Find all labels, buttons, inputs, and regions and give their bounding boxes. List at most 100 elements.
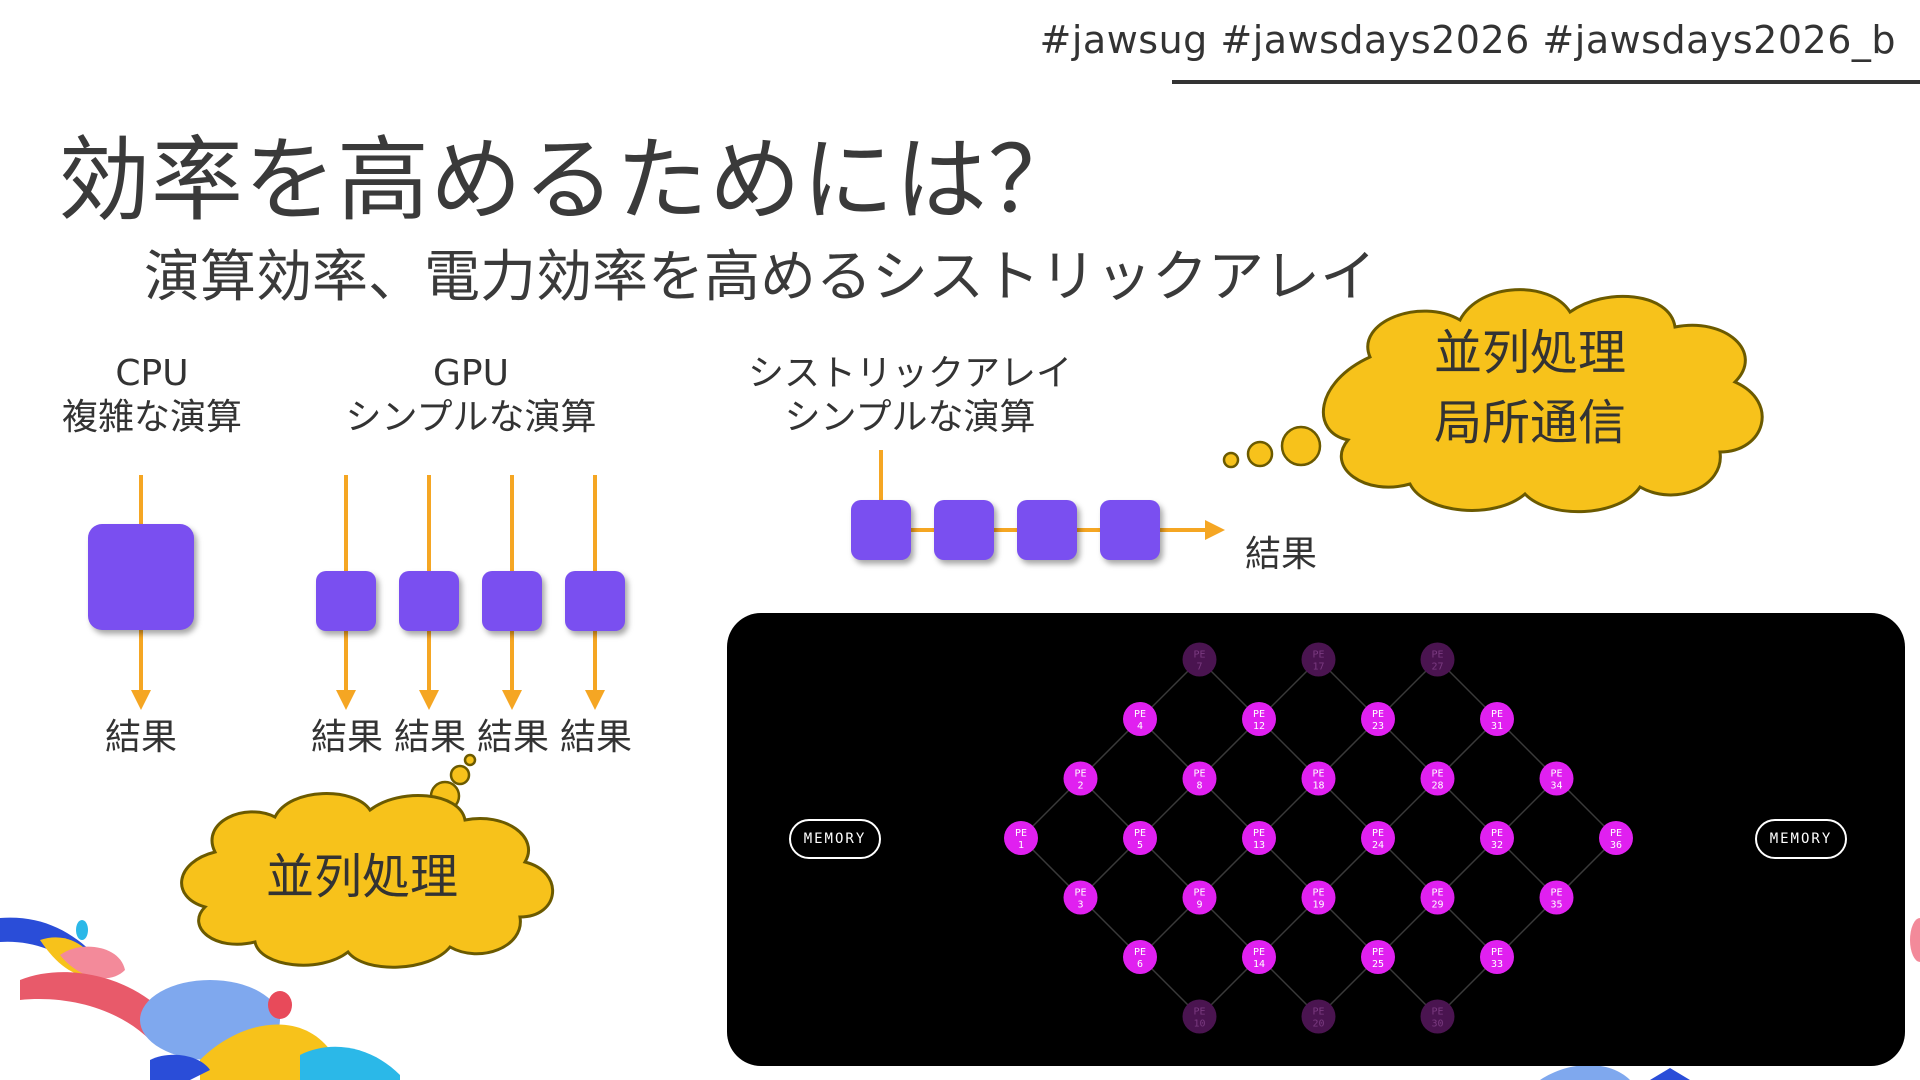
- pe-node-4: PE4: [1123, 702, 1157, 736]
- svg-text:18: 18: [1312, 781, 1324, 792]
- pe-node-6: PE6: [1123, 940, 1157, 974]
- pe-node-1: PE1: [1004, 821, 1038, 855]
- svg-text:PE: PE: [1312, 769, 1324, 780]
- svg-text:13: 13: [1253, 840, 1265, 851]
- cloud-top-right-line1: 並列処理: [1433, 325, 1626, 381]
- gpu-result-2: 結果: [394, 717, 467, 758]
- svg-text:24: 24: [1372, 840, 1384, 851]
- svg-text:28: 28: [1431, 781, 1443, 792]
- memory-right: MEMORY: [1755, 819, 1847, 859]
- gpu-core-box-2: [399, 571, 459, 631]
- svg-text:4: 4: [1137, 721, 1143, 732]
- svg-text:PE: PE: [1550, 769, 1562, 780]
- cloud-bottom-left-text: 並列処理: [265, 849, 458, 905]
- svg-text:PE: PE: [1134, 947, 1146, 958]
- pe-node-7: PE7: [1182, 642, 1217, 677]
- gpu-core-box-3: [482, 571, 542, 631]
- svg-text:34: 34: [1550, 781, 1562, 792]
- svg-text:PE: PE: [1491, 828, 1503, 839]
- svg-text:PE: PE: [1312, 650, 1324, 661]
- svg-text:19: 19: [1312, 900, 1324, 911]
- svg-text:33: 33: [1491, 959, 1503, 970]
- pe-node-8: PE8: [1182, 761, 1217, 796]
- svg-text:7: 7: [1196, 662, 1202, 673]
- gpu-result-3: 結果: [477, 717, 550, 758]
- gpu-core-box-1: [316, 571, 376, 631]
- svg-text:10: 10: [1193, 1019, 1205, 1030]
- gpu-core-box-4: [565, 571, 625, 631]
- svg-text:PE: PE: [1431, 769, 1443, 780]
- svg-text:PE: PE: [1431, 888, 1443, 899]
- svg-text:PE: PE: [1193, 1007, 1205, 1018]
- pe-node-9: PE9: [1182, 880, 1217, 915]
- svg-text:35: 35: [1550, 900, 1562, 911]
- svg-text:PE: PE: [1312, 1007, 1324, 1018]
- svg-text:PE: PE: [1372, 709, 1384, 720]
- svg-text:14: 14: [1253, 959, 1265, 970]
- svg-text:PE: PE: [1015, 828, 1027, 839]
- svg-text:PE: PE: [1193, 650, 1205, 661]
- gpu-result-4: 結果: [560, 717, 633, 758]
- systolic-box-4: [1100, 500, 1160, 560]
- thought-cloud-bottom-left: [180, 753, 554, 969]
- pe-node-5: PE5: [1123, 821, 1157, 855]
- pe-node-3: PE3: [1063, 880, 1098, 915]
- svg-text:PE: PE: [1193, 769, 1205, 780]
- svg-text:PE: PE: [1134, 828, 1146, 839]
- systolic-box-1: [851, 500, 911, 560]
- thought-cloud-top-right: [1222, 288, 1764, 514]
- svg-text:12: 12: [1253, 721, 1265, 732]
- svg-text:PE: PE: [1491, 947, 1503, 958]
- svg-text:25: 25: [1372, 959, 1384, 970]
- svg-text:6: 6: [1137, 959, 1143, 970]
- svg-text:2: 2: [1077, 781, 1083, 792]
- gpu-result-1: 結果: [311, 717, 384, 758]
- svg-text:PE: PE: [1491, 709, 1503, 720]
- svg-text:30: 30: [1431, 1019, 1443, 1030]
- svg-text:31: 31: [1491, 721, 1503, 732]
- svg-text:PE: PE: [1312, 888, 1324, 899]
- svg-text:PE: PE: [1134, 709, 1146, 720]
- systolic-result: 結果: [1245, 534, 1318, 575]
- svg-text:PE: PE: [1372, 828, 1384, 839]
- systolic-name: シストリックアレイ: [747, 353, 1072, 394]
- systolic-desc: シンプルな演算: [784, 397, 1036, 438]
- svg-text:3: 3: [1077, 900, 1083, 911]
- systolic-box-3: [1017, 500, 1077, 560]
- svg-text:5: 5: [1137, 840, 1143, 851]
- svg-text:PE: PE: [1431, 1007, 1443, 1018]
- cloud-top-right-line2: 局所通信: [1433, 395, 1626, 451]
- cpu-label: CPU 複雑な演算: [50, 352, 254, 440]
- svg-text:PE: PE: [1074, 769, 1086, 780]
- cpu-desc: 複雑な演算: [61, 397, 242, 438]
- hashtag-underline: [1172, 80, 1920, 84]
- svg-text:27: 27: [1431, 662, 1443, 673]
- decorative-right-edge: [1910, 918, 1920, 962]
- svg-text:32: 32: [1491, 840, 1503, 851]
- gpu-label: GPU シンプルな演算: [330, 352, 612, 440]
- gpu-lines: [336, 475, 605, 710]
- decorative-bottom-shapes: [1540, 1065, 1690, 1080]
- svg-text:PE: PE: [1610, 828, 1622, 839]
- systolic-box-2: [934, 500, 994, 560]
- cpu-result: 結果: [105, 717, 178, 758]
- svg-text:PE: PE: [1253, 709, 1265, 720]
- svg-text:PE: PE: [1193, 888, 1205, 899]
- hashtags: #jawsug #jawsdays2026 #jawsdays2026_b: [1039, 18, 1896, 62]
